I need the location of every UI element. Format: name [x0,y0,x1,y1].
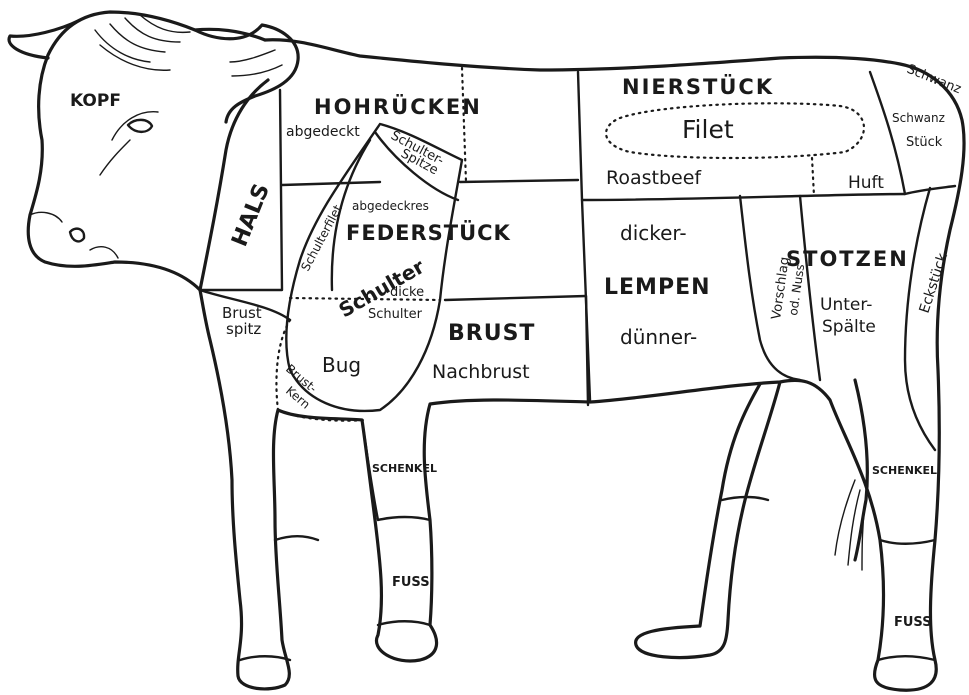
label-unterspaelte-2: Spälte [822,317,876,337]
nierstueck-bottom [582,194,905,200]
label-schwanz: Schwanz [905,62,964,97]
hind-leg-inner [636,382,780,658]
eye [128,120,152,132]
label-nierstueck: NIERSTÜCK [622,74,774,99]
label-fuss-hind: FUSS [894,615,932,630]
federstueck-border [445,296,586,300]
label-schenkel-front: SCHENKEL [372,462,437,475]
filet-outline [606,103,864,158]
label-abgedeckt: abgedeckt [286,124,360,140]
roastbeef-huft-divider [812,158,814,196]
label-unterspaelte-1: Unter- [820,295,872,315]
left-ear [9,20,80,58]
label-hals: HALS [227,180,275,250]
label-federstueck: FEDERSTÜCK [346,220,511,245]
label-abgedeckres: abgedeckres [352,199,429,213]
label-schenkel-hind: SCHENKEL [872,464,937,477]
label-dicke-schulter-2: Schulter [368,307,423,322]
front-hoof-line [378,621,430,625]
label-eckstueck: Eckstück [917,250,952,315]
hind-leg-shin [878,540,935,660]
muzzle [30,212,118,258]
label-roastbeef: Roastbeef [606,167,702,189]
label-bug: Bug [322,353,361,377]
head-outline [28,12,268,290]
label-schwanzstueck-2: Stück [906,135,943,150]
ear-inner [230,50,282,76]
label-dicker: dicker- [620,221,687,245]
label-nachbrust: Nachbrust [432,361,530,383]
label-filet: Filet [682,115,734,144]
label-fuss-front: FUSS [392,575,430,590]
nostril [70,229,84,242]
lempen-border [586,296,588,405]
label-brust: BRUST [448,321,535,346]
label-dicke-schulter-1: dicke [390,285,424,300]
label-brustspitz-2: spitz [226,320,261,338]
label-schwanzstueck-1: Schwanz [892,111,945,125]
label-lempen: LEMPEN [604,275,711,300]
label-stotzen: STOTZEN [786,247,909,271]
label-hohruecken: HOHRÜCKEN [314,94,482,119]
label-kopf: KOPF [70,91,121,111]
hohruecken-dotted [462,68,466,182]
label-huft: Huft [848,173,884,193]
eckstueck-border [905,188,935,450]
label-duenner: dünner- [620,325,697,349]
